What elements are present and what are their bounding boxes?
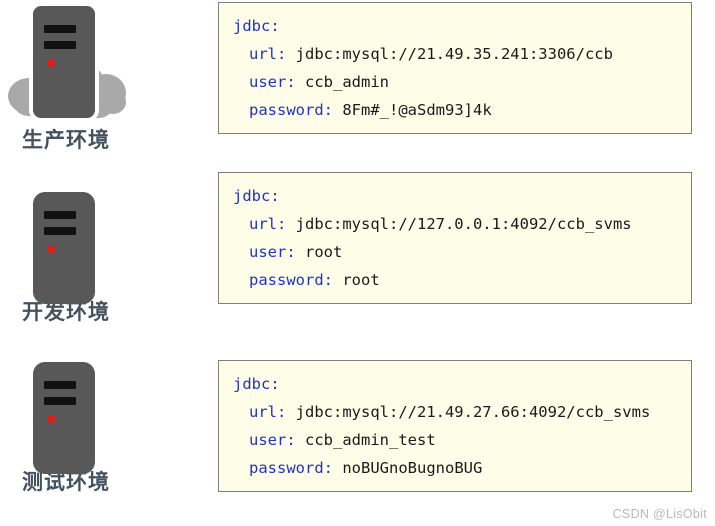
config-line-root: jdbc:: [219, 370, 691, 398]
server-cloud-icon: [0, 2, 132, 124]
server-tower-icon: [33, 362, 95, 474]
drive-bay-icon: [44, 227, 76, 235]
config-value-password: noBUGnoBugnoBUG: [342, 459, 483, 477]
drive-bay-icon: [44, 41, 76, 49]
watermark: CSDN @LisObit: [612, 507, 707, 521]
config-line-user: user: ccb_admin: [219, 68, 691, 96]
config-key-url: url:: [249, 403, 287, 421]
status-led-icon: [47, 59, 55, 67]
config-block-test: jdbc: url: jdbc:mysql://21.49.27.66:4092…: [218, 360, 692, 492]
config-value-password: root: [342, 271, 380, 289]
status-led-icon: [47, 245, 55, 253]
config-key-jdbc: jdbc:: [233, 17, 280, 35]
environment-item-development: 开发环境: [0, 188, 132, 323]
server-tower-icon: [29, 2, 99, 122]
config-key-jdbc: jdbc:: [233, 187, 280, 205]
config-value-url: jdbc:mysql://21.49.27.66:4092/ccb_svms: [295, 403, 651, 421]
config-line-password: password: root: [219, 266, 691, 294]
config-line-password: password: 8Fm#_!@aSdm93]4k: [219, 96, 691, 124]
config-key-user: user:: [249, 431, 296, 449]
server-icon: [0, 188, 132, 304]
config-line-url: url: jdbc:mysql://21.49.27.66:4092/ccb_s…: [219, 398, 691, 426]
config-value-user: ccb_admin: [305, 73, 390, 91]
config-value-user: ccb_admin_test: [305, 431, 436, 449]
config-key-url: url:: [249, 45, 287, 63]
environment-label-production: 生产环境: [22, 128, 110, 152]
config-key-password: password:: [249, 459, 333, 477]
config-block-production: jdbc: url: jdbc:mysql://21.49.35.241:330…: [218, 2, 692, 134]
drive-bay-icon: [44, 381, 76, 389]
config-key-password: password:: [249, 101, 333, 119]
config-line-url: url: jdbc:mysql://21.49.35.241:3306/ccb: [219, 40, 691, 68]
server-tower-icon: [33, 192, 95, 304]
config-key-password: password:: [249, 271, 333, 289]
server-icon: [0, 358, 132, 474]
environment-list: 生产环境 开发环境 测试环境: [0, 0, 215, 526]
drive-bay-icon: [44, 211, 76, 219]
status-led-icon: [47, 415, 55, 423]
config-line-root: jdbc:: [219, 182, 691, 210]
config-line-root: jdbc:: [219, 12, 691, 40]
config-value-url: jdbc:mysql://127.0.0.1:4092/ccb_svms: [295, 215, 632, 233]
config-block-development: jdbc: url: jdbc:mysql://127.0.0.1:4092/c…: [218, 172, 692, 304]
environment-item-production: 生产环境: [0, 2, 132, 151]
config-value-url: jdbc:mysql://21.49.35.241:3306/ccb: [295, 45, 613, 63]
environment-label-test: 测试环境: [22, 470, 110, 494]
config-key-jdbc: jdbc:: [233, 375, 280, 393]
config-line-user: user: ccb_admin_test: [219, 426, 691, 454]
config-value-user: root: [305, 243, 343, 261]
config-key-user: user:: [249, 73, 296, 91]
environment-item-test: 测试环境: [0, 358, 132, 493]
config-key-url: url:: [249, 215, 287, 233]
config-line-url: url: jdbc:mysql://127.0.0.1:4092/ccb_svm…: [219, 210, 691, 238]
drive-bay-icon: [44, 25, 76, 33]
environment-label-development: 开发环境: [22, 300, 110, 324]
config-line-user: user: root: [219, 238, 691, 266]
drive-bay-icon: [44, 397, 76, 405]
config-value-password: 8Fm#_!@aSdm93]4k: [342, 101, 492, 119]
config-key-user: user:: [249, 243, 296, 261]
config-line-password: password: noBUGnoBugnoBUG: [219, 454, 691, 482]
